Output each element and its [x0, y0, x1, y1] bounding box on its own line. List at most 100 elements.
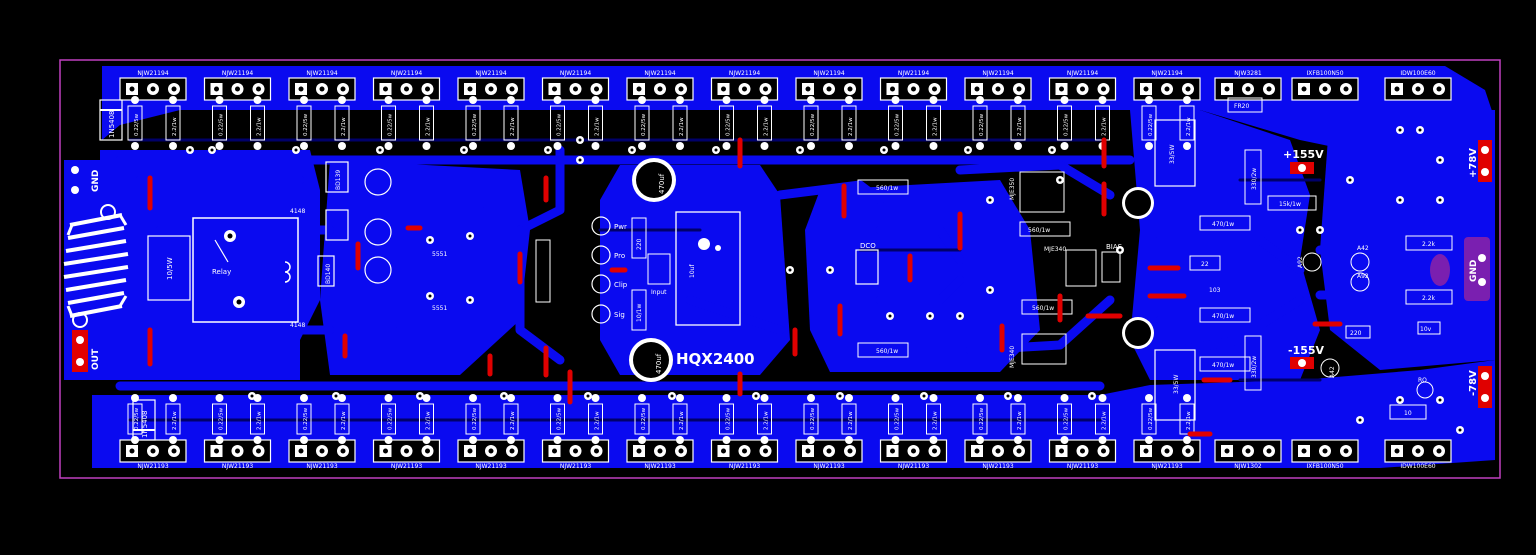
transistor: NJW21194: [1048, 70, 1117, 101]
resistor-label: 2.2/1w: [257, 117, 263, 136]
pads: [186, 126, 1464, 434]
led-pro-label: Pro: [614, 252, 625, 260]
base-resistor: 2.2/1w: [165, 96, 181, 150]
resistor-label: 2.2/1w: [426, 117, 432, 136]
transistor: NJW21194: [1133, 70, 1201, 101]
diode-bottom: 1N5408: [132, 399, 156, 441]
resistor-label: 2.2/1w: [933, 411, 939, 430]
resistor-label: 2.2/1w: [172, 117, 178, 136]
transistor-label: NJW21193: [137, 463, 168, 470]
led-sig-label: Sig: [614, 311, 625, 319]
emitter-resistor: 0.22/5w: [719, 394, 734, 444]
base-resistor: 2.2/1w: [419, 96, 434, 150]
neg-lv-label: -78V: [1468, 370, 1479, 396]
transistor-label: NJW21194: [560, 70, 591, 77]
emitter-resistor: 0.22/5w: [1057, 394, 1072, 444]
resistor-label: 2.2/1w: [510, 117, 516, 136]
resistor-label: 0.22/5w: [303, 407, 309, 430]
transistor: NJW21193: [1133, 439, 1201, 470]
transistor: NJW21194: [288, 70, 356, 101]
output-coil: [63, 204, 129, 328]
res-330-2w-b-label: 330/2w: [1251, 356, 1258, 378]
resistor-label: 2.2/1w: [510, 411, 516, 430]
res-470-a-label: 470/1w: [1212, 221, 1234, 228]
resistor-label: 0.22/5w: [726, 113, 732, 136]
base-resistor: 2.2/1w: [588, 394, 603, 444]
a42-b-label: A42: [1329, 366, 1336, 378]
base-resistor: 2.2/1w: [334, 96, 350, 150]
transistor: NJW21194: [541, 70, 610, 101]
base-resistor: 2.2/1w: [1010, 394, 1026, 444]
a92-b-label: A92: [1357, 273, 1369, 280]
resistor-label: 0.22/5w: [1148, 407, 1154, 430]
emitter-resistor: 0.22/5w: [1141, 394, 1157, 444]
base-resistor: 2.2/1w: [841, 96, 857, 150]
res-22k-a-label: 2.2k: [1422, 241, 1436, 248]
resistor-label: 2.2/1w: [426, 411, 432, 430]
transistor-label: NJW21194: [391, 70, 422, 77]
emitter-resistor: 0.22/5w: [803, 394, 819, 444]
transistor: NJW21194: [710, 70, 779, 101]
emitter-resistor: 0.22/5w: [1057, 96, 1072, 150]
emitter-resistor: 0.22/5w: [972, 96, 988, 150]
resistor-label: 2.2/1w: [595, 117, 601, 136]
emitter-resistor: 0.22/5w: [803, 96, 819, 150]
res-470-b-label: 470/1w: [1212, 313, 1234, 320]
res-10-1w-label: 10/1w: [636, 304, 643, 322]
ro-label: RO: [1418, 377, 1427, 384]
hv-section: 33/5W 33/5W 330/2w 330/2w 470/1w 470/1w …: [1154, 97, 1317, 421]
diode-top: 1N5408: [99, 99, 123, 141]
resistor-label: 0.22/5w: [472, 113, 478, 136]
bias-label: BIAS: [1106, 243, 1123, 251]
bottom-emitter-resistors: 0.22/5w 2.2/1w 0.22/5w 2.2/1w 0.22/5w 2.2/1w 0…: [127, 394, 1195, 444]
res-33-5w-top-label: 33/5W: [1169, 145, 1176, 164]
resistor-label: 0.22/5w: [810, 407, 816, 430]
bd140-label: BD140: [325, 264, 332, 284]
resistor-label: 0.22/5w: [1064, 113, 1070, 136]
right-small-parts: 2.2k 2.2k A92 A42 A92 A42 RO 220 10 10v: [1297, 235, 1453, 420]
gnd-left-label: GND: [91, 170, 101, 192]
resistor-label: 2.2/1w: [679, 411, 685, 430]
emitter-resistor: 0.22/5w: [888, 394, 903, 444]
resistor-label: 2.2/1w: [764, 411, 770, 430]
base-resistor: 2.2/1w: [250, 394, 265, 444]
resistor-label: 0.22/5w: [895, 407, 901, 430]
res-330-2w-a-label: 330/2w: [1251, 168, 1258, 190]
res-560-4: 560/1w: [1021, 299, 1073, 315]
base-resistor: 2.2/1w: [926, 394, 941, 444]
emitter-resistor: 0.22/5w: [719, 96, 734, 150]
transistor-label: NJW21194: [1151, 70, 1182, 77]
transistor: NJW21193: [372, 439, 441, 470]
res-560-3-label: 560/1w: [1028, 227, 1050, 234]
transistor: NJW21193: [795, 439, 863, 470]
mje340-a-label: MJE340: [1044, 246, 1066, 253]
emitter-resistor: 0.22/5w: [212, 96, 227, 150]
input-label: Input: [651, 289, 667, 296]
transistor-label: NJW21194: [898, 70, 929, 77]
emitter-resistor: 0.22/5w: [381, 394, 396, 444]
c5551-a-label: 5551: [432, 251, 447, 258]
transistor: IDW100E60: [1384, 439, 1452, 470]
base-resistor: 2.2/1w: [757, 96, 772, 150]
resistor-label: 2.2/1w: [848, 411, 854, 430]
base-resistor: 2.2/1w: [1179, 96, 1195, 150]
transistor: NJW21193: [710, 439, 779, 470]
mje350-label: MJE350: [1009, 178, 1016, 200]
resistor-label: 0.22/5w: [641, 407, 647, 430]
res-22k-b-label: 2.2k: [1422, 295, 1436, 302]
jumpers: [147, 137, 1343, 437]
resistor-label: 2.2/1w: [1017, 411, 1023, 430]
base-resistor: 2.2/1w: [841, 394, 857, 444]
emitter-resistor: 0.22/5w: [1141, 96, 1157, 150]
transistor-label: NJW21194: [644, 70, 675, 77]
transistor: NJW21193: [288, 439, 356, 470]
res-560-2-label: 560/1w: [876, 348, 898, 355]
resistor-label: 0.22/5w: [303, 113, 309, 136]
emitter-resistor: 0.22/5w: [634, 96, 650, 150]
base-resistor: 2.2/1w: [1095, 394, 1110, 444]
transistor: NJW21193: [964, 439, 1032, 470]
res-10-label: 10: [1404, 410, 1412, 417]
transistor-label: NJW21193: [1067, 463, 1098, 470]
resistor-label: 0.22/5w: [641, 113, 647, 136]
